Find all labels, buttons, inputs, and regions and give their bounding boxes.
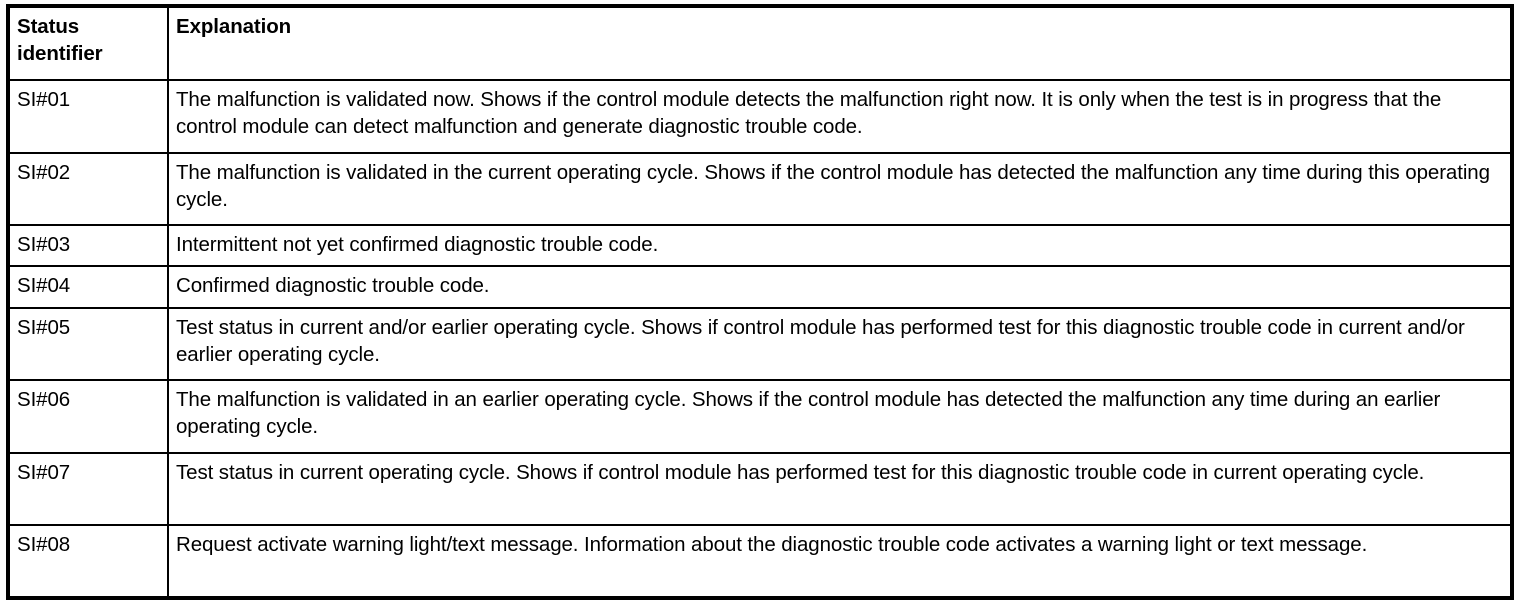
cell-explanation: The malfunction is validated in an earli… xyxy=(167,379,1513,454)
cell-status-identifier: SI#01 xyxy=(7,79,169,154)
cell-explanation: Intermittent not yet confirmed diagnosti… xyxy=(167,224,1513,268)
table-header-row: Status identifier Explanation xyxy=(7,5,1513,81)
table-header: Status identifier Explanation xyxy=(7,5,1513,81)
cell-status-identifier: SI#06 xyxy=(7,379,169,454)
cell-explanation: Test status in current and/or earlier op… xyxy=(167,306,1513,382)
table-body: SI#01 The malfunction is validated now. … xyxy=(7,79,1513,599)
table-row: SI#04 Confirmed diagnostic trouble code. xyxy=(7,265,1513,309)
table-row: SI#05 Test status in current and/or earl… xyxy=(7,306,1513,382)
table-row: SI#07 Test status in current operating c… xyxy=(7,451,1513,527)
table-row: SI#01 The malfunction is validated now. … xyxy=(7,79,1513,154)
cell-status-identifier: SI#04 xyxy=(7,265,169,309)
column-header-explanation: Explanation xyxy=(167,5,1513,81)
cell-explanation: Test status in current operating cycle. … xyxy=(167,451,1513,527)
cell-explanation: The malfunction is validated now. Shows … xyxy=(167,79,1513,154)
table-row: SI#03 Intermittent not yet confirmed dia… xyxy=(7,224,1513,268)
cell-status-identifier: SI#08 xyxy=(7,524,169,599)
table-row: SI#06 The malfunction is validated in an… xyxy=(7,379,1513,454)
table-row: SI#02 The malfunction is validated in th… xyxy=(7,151,1513,227)
cell-status-identifier: SI#02 xyxy=(7,151,169,227)
cell-explanation: Request activate warning light/text mess… xyxy=(167,524,1513,599)
column-header-status-identifier-line1: Status xyxy=(17,15,80,38)
status-identifier-table: Status identifier Explanation SI#01 The … xyxy=(6,4,1514,600)
cell-status-identifier: SI#05 xyxy=(7,306,169,382)
cell-explanation: Confirmed diagnostic trouble code. xyxy=(167,265,1513,309)
table-row: SI#08 Request activate warning light/tex… xyxy=(7,524,1513,599)
cell-status-identifier: SI#03 xyxy=(7,224,169,268)
cell-status-identifier: SI#07 xyxy=(7,451,169,527)
column-header-status-identifier: Status identifier xyxy=(7,5,169,81)
cell-explanation: The malfunction is validated in the curr… xyxy=(167,151,1513,227)
column-header-status-identifier-line2: identifier xyxy=(17,42,103,66)
